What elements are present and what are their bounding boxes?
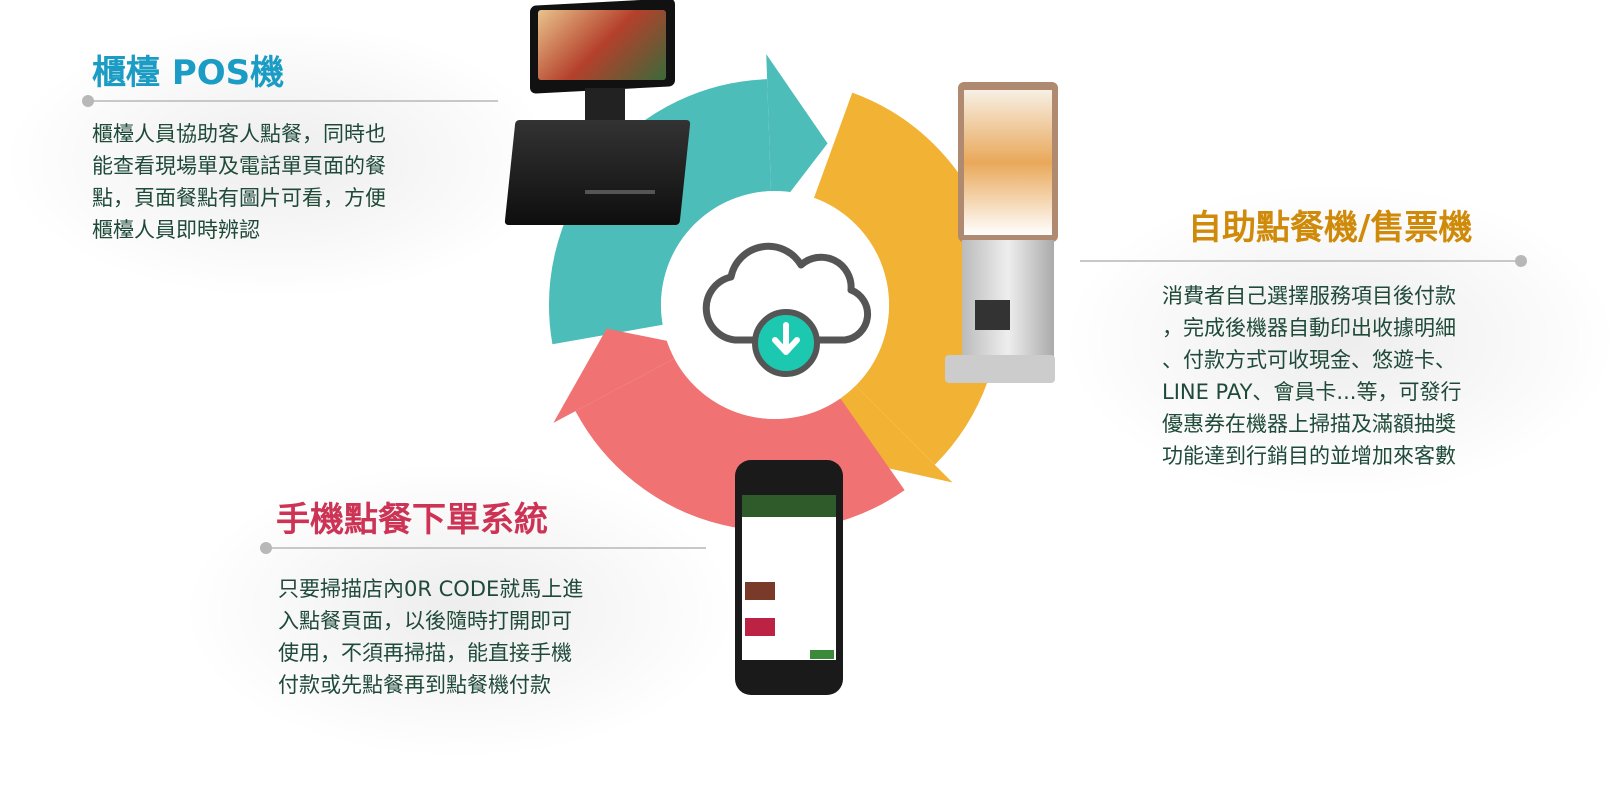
kiosk-description: 消費者自己選擇服務項目後付款 ，完成後機器自動印出收據明細、付款方式可收現金、悠遊… — [1162, 280, 1461, 472]
desc-line: 能查看現場單及電話單頁面的餐 — [92, 154, 386, 178]
desc-line: 、付款方式可收現金、悠遊卡、 — [1162, 348, 1456, 372]
desc-line: 櫃檯人員協助客人點餐，同時也 — [92, 122, 386, 146]
connector-line — [1080, 260, 1520, 262]
connector-dot — [1515, 255, 1527, 267]
desc-line: 櫃檯人員即時辨認 — [92, 218, 260, 242]
connector-line — [266, 547, 706, 549]
mobile-title: 手機點餐下單系統 — [276, 500, 548, 540]
desc-line: 功能達到行銷目的並增加來客數 — [1162, 444, 1456, 468]
desc-line: 點，頁面餐點有圖片可看，方便 — [92, 186, 386, 210]
connector-dot — [82, 95, 94, 107]
red-arrow-head — [553, 328, 697, 423]
desc-line: 付款或先點餐再到點餐機付款 — [278, 673, 551, 697]
background-glow — [180, 460, 740, 760]
desc-line: 使用，不須再掃描，能直接手機 — [278, 641, 572, 665]
desc-line: ，完成後機器自動印出收據明細 — [1162, 316, 1456, 340]
desc-line: 入點餐頁面，以後隨時打開即可 — [278, 609, 572, 633]
desc-line: 只要掃描店內0R CODE就馬上進 — [278, 577, 584, 601]
pos-title: 櫃檯 POS機 — [92, 53, 285, 93]
desc-line: LINE PAY、會員卡...等，可發行 — [1162, 380, 1462, 404]
orange-arrow-arc — [812, 92, 1001, 465]
background-glow — [1060, 180, 1620, 500]
background-glow — [0, 20, 560, 300]
desc-line: 消費者自己選擇服務項目後付款 — [1162, 284, 1456, 308]
teal-arrow-head — [766, 54, 828, 217]
mobile-description: 只要掃描店內0R CODE就馬上進入點餐頁面，以後隨時打開即可使用，不須再掃描，… — [278, 573, 583, 701]
kiosk-title: 自助點餐機/售票機 — [1188, 208, 1473, 248]
desc-line: 優惠券在機器上掃描及滿額抽獎 — [1162, 412, 1456, 436]
connector-dot — [260, 542, 272, 554]
pos-description: 櫃檯人員協助客人點餐，同時也能查看現場單及電話單頁面的餐點，頁面餐點有圖片可看，… — [92, 118, 386, 246]
center-circle — [661, 191, 889, 419]
connector-line — [88, 100, 498, 102]
